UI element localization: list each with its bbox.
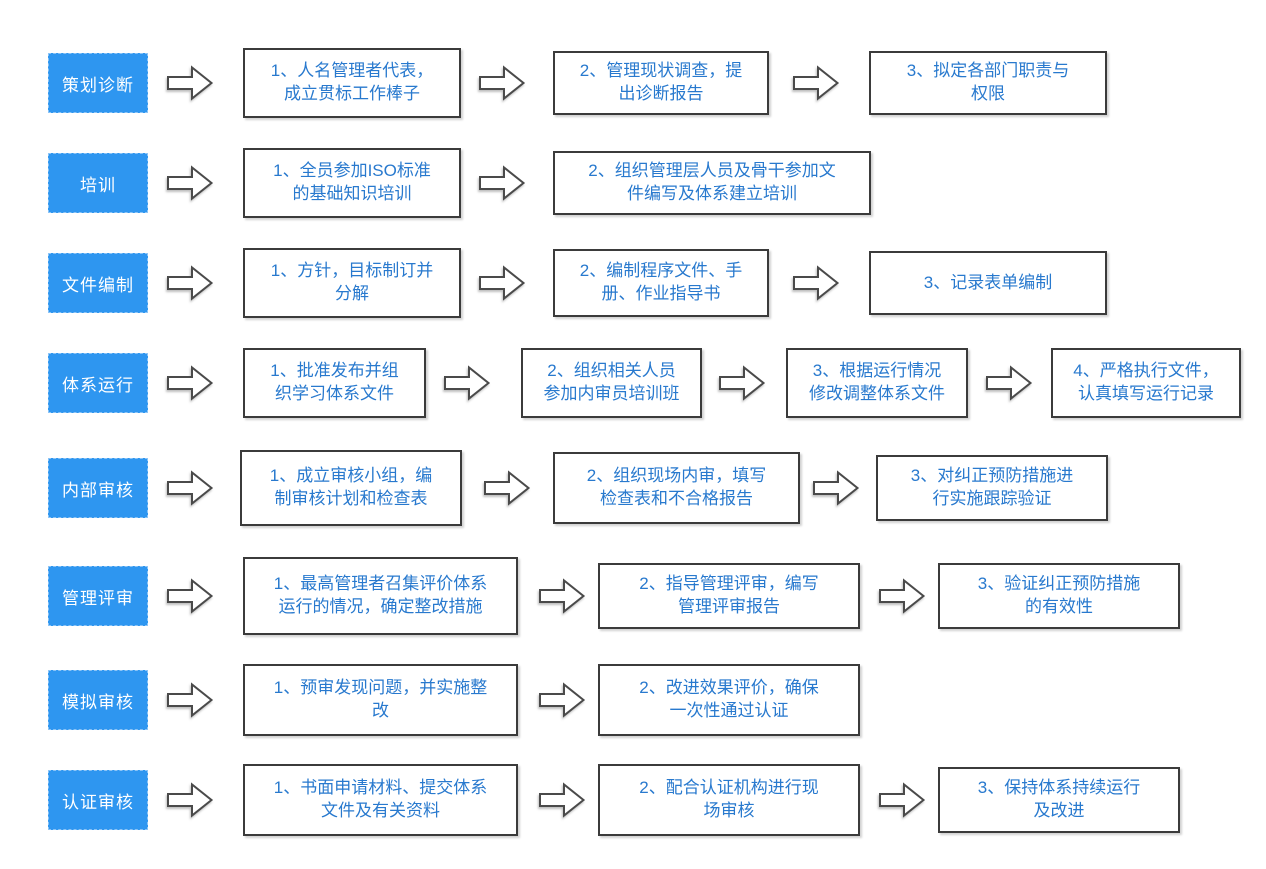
arrow-right-icon (812, 469, 860, 507)
arrow-right-icon (166, 164, 214, 202)
arrow-right-icon (792, 264, 840, 302)
step-box: 3、验证纠正预防措施 的有效性 (938, 563, 1180, 629)
arrow-right-icon (166, 64, 214, 102)
arrow-right-icon (478, 164, 526, 202)
step-box: 1、方针，目标制订并 分解 (243, 248, 461, 318)
step-box: 1、人名管理者代表， 成立贯标工作棒子 (243, 48, 461, 118)
arrow-right-icon (166, 577, 214, 615)
stage-label-mock-audit: 模拟审核 (48, 670, 148, 730)
step-box: 3、对纠正预防措施进 行实施跟踪验证 (876, 455, 1108, 521)
step-box: 1、全员参加ISO标准 的基础知识培训 (243, 148, 461, 218)
arrow-right-icon (538, 781, 586, 819)
arrow-right-icon (166, 681, 214, 719)
step-box: 1、成立审核小组，编 制审核计划和检查表 (240, 450, 462, 526)
arrow-right-icon (792, 64, 840, 102)
arrow-right-icon (443, 364, 491, 402)
stage-label-internal-audit: 内部审核 (48, 458, 148, 518)
flow-row-training: 培训 1、全员参加ISO标准 的基础知识培训 2、组织管理层人员及骨干参加文 件… (0, 133, 1266, 233)
step-box: 2、管理现状调查，提 出诊断报告 (553, 51, 769, 115)
flow-row-system-operation: 体系运行 1、批准发布并组 织学习体系文件 2、组织相关人员 参加内审员培训班 … (0, 333, 1266, 433)
arrow-right-icon (166, 469, 214, 507)
step-box: 2、组织相关人员 参加内审员培训班 (521, 348, 702, 418)
step-box: 2、组织现场内审，填写 检查表和不合格报告 (553, 452, 800, 524)
flow-row-internal-audit: 内部审核 1、成立审核小组，编 制审核计划和检查表 2、组织现场内审，填写 检查… (0, 438, 1266, 538)
arrow-right-icon (483, 469, 531, 507)
arrow-right-icon (718, 364, 766, 402)
arrow-right-icon (538, 577, 586, 615)
arrow-right-icon (478, 264, 526, 302)
arrow-right-icon (878, 577, 926, 615)
flow-row-certification-audit: 认证审核 1、书面申请材料、提交体系 文件及有关资料 2、配合认证机构进行现 场… (0, 750, 1266, 850)
step-box: 2、配合认证机构进行现 场审核 (598, 764, 860, 836)
step-box: 1、书面申请材料、提交体系 文件及有关资料 (243, 764, 518, 836)
step-box: 3、拟定各部门职责与 权限 (869, 51, 1107, 115)
arrow-right-icon (166, 781, 214, 819)
step-box: 1、预审发现问题，并实施整 改 (243, 664, 518, 736)
stage-label-management-review: 管理评审 (48, 566, 148, 626)
stage-label-planning-diagnosis: 策划诊断 (48, 53, 148, 113)
flow-row-mock-audit: 模拟审核 1、预审发现问题，并实施整 改 2、改进效果评价，确保 一次性通过认证 (0, 650, 1266, 750)
step-box: 3、记录表单编制 (869, 251, 1107, 315)
flow-row-management-review: 管理评审 1、最高管理者召集评价体系 运行的情况，确定整改措施 2、指导管理评审… (0, 546, 1266, 646)
step-box: 2、指导管理评审，编写 管理评审报告 (598, 563, 860, 629)
step-box: 4、严格执行文件， 认真填写运行记录 (1051, 348, 1241, 418)
step-box: 3、根据运行情况 修改调整体系文件 (786, 348, 968, 418)
step-box: 2、改进效果评价，确保 一次性通过认证 (598, 664, 860, 736)
arrow-right-icon (478, 64, 526, 102)
arrow-right-icon (166, 264, 214, 302)
step-box: 1、最高管理者召集评价体系 运行的情况，确定整改措施 (243, 557, 518, 635)
stage-label-system-operation: 体系运行 (48, 353, 148, 413)
stage-label-documentation: 文件编制 (48, 253, 148, 313)
step-box: 1、批准发布并组 织学习体系文件 (243, 348, 426, 418)
stage-label-certification-audit: 认证审核 (48, 770, 148, 830)
step-box: 2、编制程序文件、手 册、作业指导书 (553, 249, 769, 317)
step-box: 2、组织管理层人员及骨干参加文 件编写及体系建立培训 (553, 151, 871, 215)
arrow-right-icon (878, 781, 926, 819)
flow-row-documentation: 文件编制 1、方针，目标制订并 分解 2、编制程序文件、手 册、作业指导书 3、… (0, 233, 1266, 333)
arrow-right-icon (166, 364, 214, 402)
arrow-right-icon (538, 681, 586, 719)
arrow-right-icon (985, 364, 1033, 402)
step-box: 3、保持体系持续运行 及改进 (938, 767, 1180, 833)
flow-row-planning-diagnosis: 策划诊断 1、人名管理者代表， 成立贯标工作棒子 2、管理现状调查，提 出诊断报… (0, 33, 1266, 133)
stage-label-training: 培训 (48, 153, 148, 213)
